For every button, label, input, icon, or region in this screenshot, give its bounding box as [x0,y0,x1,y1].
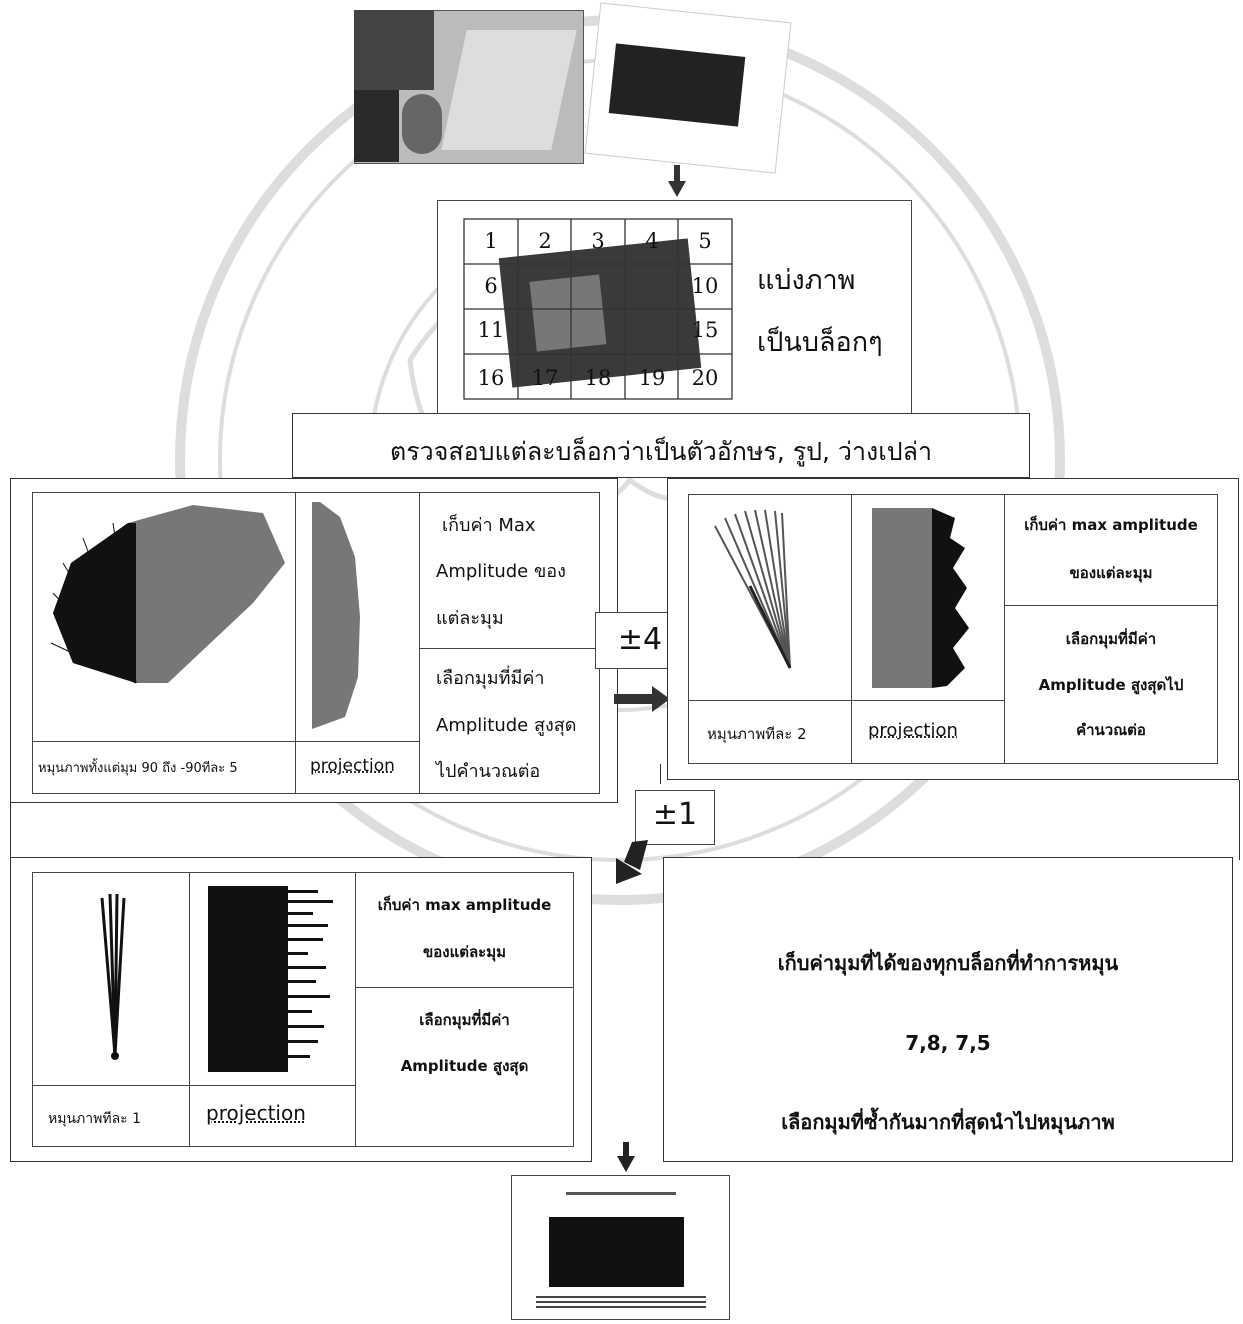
stage-b-note-top-1: เก็บค่า max amplitude [1004,513,1218,537]
stage-b-note-bottom-2: Amplitude สูงสุดไป [1004,673,1218,697]
stage-c-projection-label: projection [206,1101,306,1125]
result-line3: เลือกมุมที่ซ้ำกันมากที่สุดนำไปหมุนภาพ [663,1106,1233,1138]
stage-c-fan-caption: หมุนภาพทีละ 1 [48,1108,141,1130]
result-line1: เก็บค่ามุมที่ได้ของทุกบล็อกที่ทำการหมุน [663,947,1233,979]
stage-a-note-top-1: เก็บค่า Max [442,510,536,539]
grid-caption-line1: แบ่งภาพ [757,258,855,301]
stage-c-fan-plot [35,880,185,1080]
grid-cell-number: 15 [679,312,731,348]
arrow-down-left-icon [612,840,652,885]
grid-cell-number: 1 [465,223,517,259]
stage-a-fan-plot [33,493,295,738]
stage-a-projection-plot [300,497,420,737]
stage-a-note-top-2: Amplitude ของ [436,556,566,585]
grid-cell-number: 11 [465,312,517,348]
stage-a-note-top-3: แต่ละมุม [436,603,504,632]
input-document-image [354,10,786,165]
grid-cell-number: 5 [679,223,731,259]
grid-cell-number: 20 [679,360,731,396]
block-grid: 1 2 3 4 5 6 10 11 15 16 17 18 19 20 [463,218,733,400]
output-document-photo [549,1217,684,1287]
stage-b-note-bottom-1: เลือกมุมที่มีค่า [1004,627,1218,651]
grid-cell-number: 2 [519,223,571,259]
stage-b-fan-caption: หมุนภาพทีละ 2 [707,722,807,746]
stage-c-note-bottom-2: Amplitude สูงสุด [355,1054,574,1078]
stage-c-projection-plot [200,880,350,1080]
arrow-right-icon [614,686,670,714]
stage-a-note-bottom-3: ไปคำนวณต่อ [436,756,540,785]
stage-c-note-top-1: เก็บค่า max amplitude [355,893,574,917]
stage-a-fan-caption: หมุนภาพทั้งแต่มุม 90 ถึง -90ทีละ 5 [38,757,238,778]
grid-cell-number: 6 [465,268,517,304]
arrow-down-icon [617,1142,635,1172]
stage-b-note-top-2: ของแต่ละมุม [1004,561,1218,585]
stage-c-note-bottom-1: เลือกมุมที่มีค่า [355,1008,574,1032]
stage-a-note-bottom-2: Amplitude สูงสุด [436,710,576,739]
stage-a-projection-label: projection [310,756,395,776]
arrow-down-icon [668,165,686,197]
grid-cell-number: 18 [572,360,624,396]
result-line2: 7,8, 7,5 [663,1031,1233,1055]
grid-cell-number: 4 [626,223,678,259]
classification-step-heading: ตรวจสอบแต่ละบล็อกว่าเป็นตัวอักษร, รูป, ว… [292,432,1030,472]
step-pm1-label: ±1 [635,797,715,832]
stage-c-note-top-2: ของแต่ละมุม [355,940,574,964]
grid-cell-number: 19 [626,360,678,396]
stage-b-note-bottom-3: คำนวณต่อ [1004,718,1218,742]
grid-caption-line2: เป็นบล็อกๆ [757,320,883,363]
output-document-text-lines [536,1296,706,1310]
grid-cell-number: 3 [572,223,624,259]
output-document-title-bar [566,1192,676,1195]
grid-cell-number: 16 [465,360,517,396]
grid-cell-number: 17 [519,360,571,396]
stage-b-fan-plot [690,496,850,696]
grid-cell-number: 10 [679,268,731,304]
stage-b-projection-label: projection [868,720,958,741]
stage-b-projection-plot [855,498,1005,698]
stage-a-note-bottom-1: เลือกมุมที่มีค่า [436,663,545,692]
